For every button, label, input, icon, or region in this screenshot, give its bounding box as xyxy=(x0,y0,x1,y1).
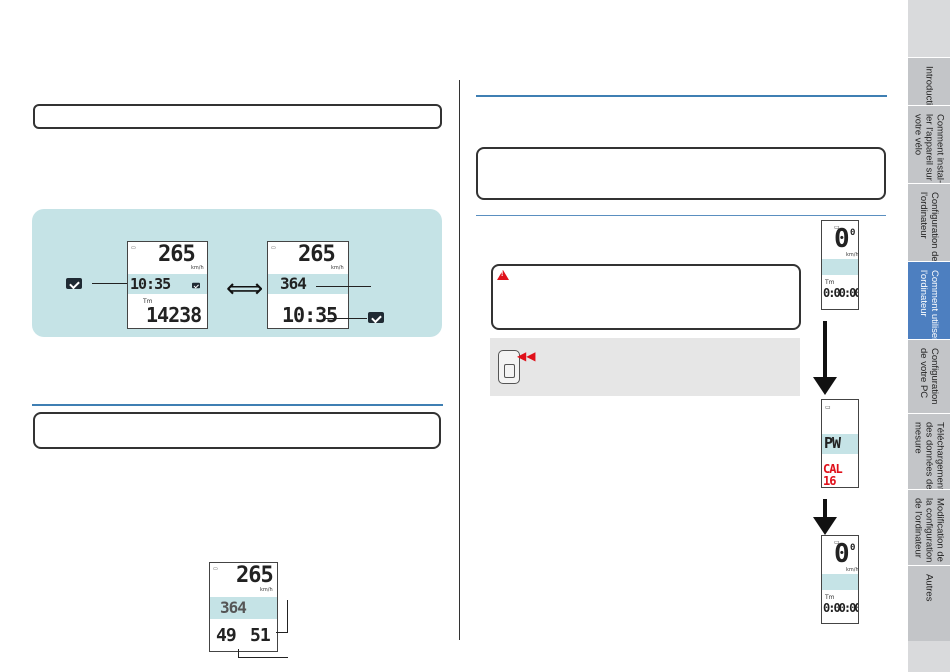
section-rule xyxy=(32,404,443,406)
clock-value: 10:35 xyxy=(282,303,338,327)
press-indicator-icon: ◀◀ xyxy=(517,349,536,363)
battery-icon: ▭ xyxy=(213,566,218,572)
trip-time-value: 0:00:00.0 xyxy=(823,601,858,615)
lcd-display-c: ▭ 265 km/h 364 49 51 xyxy=(209,562,278,652)
section-heading-box-1 xyxy=(33,104,442,129)
battery-icon: ▭ xyxy=(834,539,840,546)
tm-label: Tm xyxy=(143,298,153,305)
middle-value: 364 xyxy=(220,598,247,617)
callout-line xyxy=(238,649,239,658)
tab-modification[interactable]: Modification de la configuration de l'or… xyxy=(908,489,950,565)
lcd-display-a: ▭ 265 km/h 10:35 Tm 14238 xyxy=(127,241,208,329)
trip-time-value: 0:00:00.0 xyxy=(823,286,858,300)
lcd-display-f: ▭ 0 0 km/h Tm 0:00:00.0 xyxy=(821,535,859,624)
trip-time-value: 14238 xyxy=(146,303,202,327)
speed-decimal: 0 xyxy=(850,543,856,553)
tab-introduction[interactable]: Introduction xyxy=(908,57,950,116)
arrow-down-icon xyxy=(813,517,837,535)
callout-line xyxy=(238,657,288,658)
speed-decimal: 0 xyxy=(850,228,856,238)
info-box xyxy=(476,147,886,200)
speed-unit: km/h xyxy=(191,265,204,271)
device-button-icon xyxy=(498,350,520,384)
lcd-display-b: ▭ 265 km/h 364 10:35 xyxy=(267,241,349,329)
speed-value: 265 xyxy=(236,563,274,588)
battery-icon: ▭ xyxy=(131,245,136,251)
speed-value: 0 xyxy=(834,224,850,254)
pw-label: PW xyxy=(824,434,841,452)
warning-box xyxy=(491,264,801,330)
tm-label: Tm xyxy=(825,279,835,286)
section-rule xyxy=(476,215,886,216)
column-divider xyxy=(459,80,460,640)
speed-value: 265 xyxy=(298,242,336,267)
tab-telechargement[interactable]: Téléchargement des données de mesure xyxy=(908,413,950,491)
callout-line xyxy=(92,283,132,284)
tab-autres[interactable]: Autres xyxy=(908,565,950,641)
callout-line xyxy=(325,318,367,319)
speed-unit: km/h xyxy=(260,587,273,593)
tab-configuration-ordinateur[interactable]: Configuration de l'ordinateur xyxy=(908,183,950,262)
arrow-down-icon xyxy=(813,377,837,395)
callout-line xyxy=(287,600,288,633)
battery-icon: ▭ xyxy=(271,245,276,251)
middle-value: 364 xyxy=(280,274,307,293)
arrow-down-icon xyxy=(823,499,827,519)
left-value: 49 xyxy=(216,625,237,646)
speed-value: 265 xyxy=(158,242,196,267)
speed-value: 0 xyxy=(834,539,850,569)
section-heading-box-2 xyxy=(33,412,441,449)
battery-icon: ▭ xyxy=(825,404,831,411)
tab-comment-utiliser[interactable]: Comment utiliser l'ordinateur xyxy=(908,261,950,341)
tab-configuration-pc[interactable]: Configuration de votre PC xyxy=(908,339,950,413)
watch-check-icon xyxy=(66,278,82,289)
speed-unit: km/h xyxy=(331,265,344,271)
watch-check-icon xyxy=(368,312,384,323)
arrow-down-icon xyxy=(823,321,827,379)
warning-icon xyxy=(497,270,509,280)
speed-unit: km/h xyxy=(846,252,859,258)
callout-line xyxy=(276,632,288,633)
tm-label: Tm xyxy=(825,594,835,601)
speed-unit: km/h xyxy=(846,567,859,573)
double-arrow-icon: ⟺ xyxy=(226,273,264,303)
clock-value: 10:35 xyxy=(130,275,171,293)
watch-check-icon xyxy=(192,282,200,289)
right-value: 51 xyxy=(250,625,271,646)
calib-label: CAL 16 xyxy=(823,462,843,488)
callout-line xyxy=(316,286,371,287)
lcd-display-d: ▭ 0 0 km/h Tm 0:00:00.0 xyxy=(821,220,859,310)
section-rule xyxy=(476,95,887,97)
tab-installation[interactable]: Comment instal- ler l'appareil sur votre… xyxy=(908,105,950,183)
device-note-panel xyxy=(490,338,800,396)
battery-icon: ▭ xyxy=(834,224,840,231)
lcd-display-e: ▭ PW CAL 16 xyxy=(821,399,859,488)
